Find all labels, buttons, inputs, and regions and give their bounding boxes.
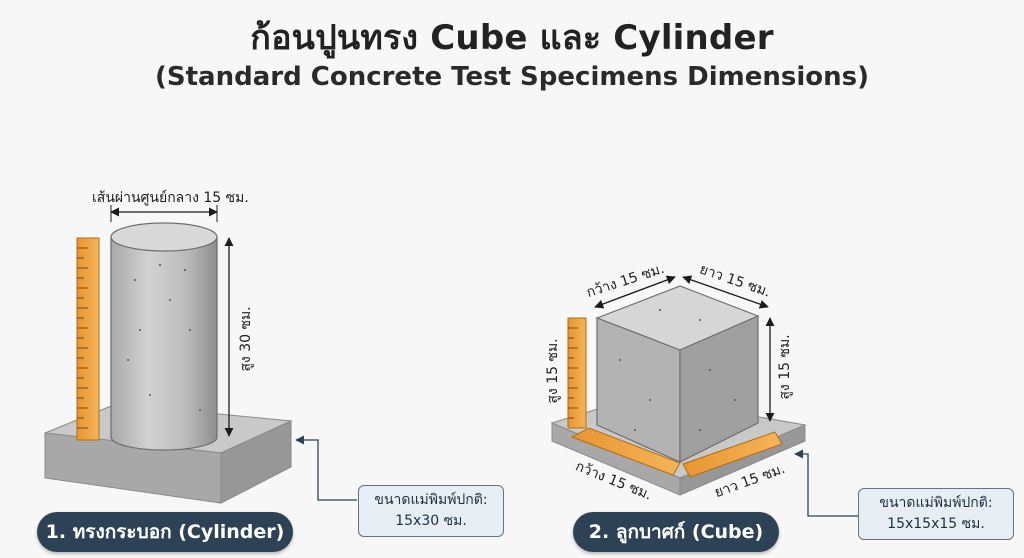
cylinder-height-label: สูง 30 ซม. [238, 306, 254, 372]
cylinder-caption: 1. ทรงกระบอก (Cylinder) [37, 512, 293, 552]
cube-size-note: ขนาดแม่พิมพ์ปกติ: 15x15x15 ซม. [858, 488, 1014, 540]
cylinder-diameter-label: เส้นผ่านศูนย์กลาง 15 ซม. [92, 190, 249, 206]
cube-caption: 2. ลูกบาศก์ (Cube) [573, 512, 779, 552]
cylinder-ruler [76, 237, 100, 441]
cube-note-line2: 15x15x15 ซม. [887, 516, 985, 532]
cube-length-top-dimension-line [682, 275, 769, 309]
cylinder-callout-line [295, 435, 357, 501]
cube-ruler-width [570, 427, 681, 476]
cube-width-top-dimension-line [594, 275, 676, 309]
concrete-cylinder [110, 222, 218, 451]
cylinder-note-line2: 15x30 ซม. [395, 513, 467, 529]
cylinder-note-line1: ขนาดแม่พิมพ์ปกติ: [374, 492, 488, 508]
cube-ruler-length [682, 431, 783, 478]
cube-height-left-label: สูง 15 ซม. [545, 338, 561, 404]
page-subtitle: (Standard Concrete Test Specimens Dimens… [155, 62, 869, 92]
cube-note-line1: ขนาดแม่พิมพ์ปกติ: [879, 495, 993, 511]
cylinder-size-note: ขนาดแม่พิมพ์ปกติ: 15x30 ซม. [358, 485, 504, 537]
concrete-cube [595, 285, 760, 463]
page-title: ก้อนปูนทรง Cube และ Cylinder [250, 18, 774, 58]
cube-height-right-label: สูง 15 ซม. [777, 334, 793, 400]
cube-callout-line [794, 449, 858, 517]
cube-ruler-vertical [567, 317, 587, 429]
